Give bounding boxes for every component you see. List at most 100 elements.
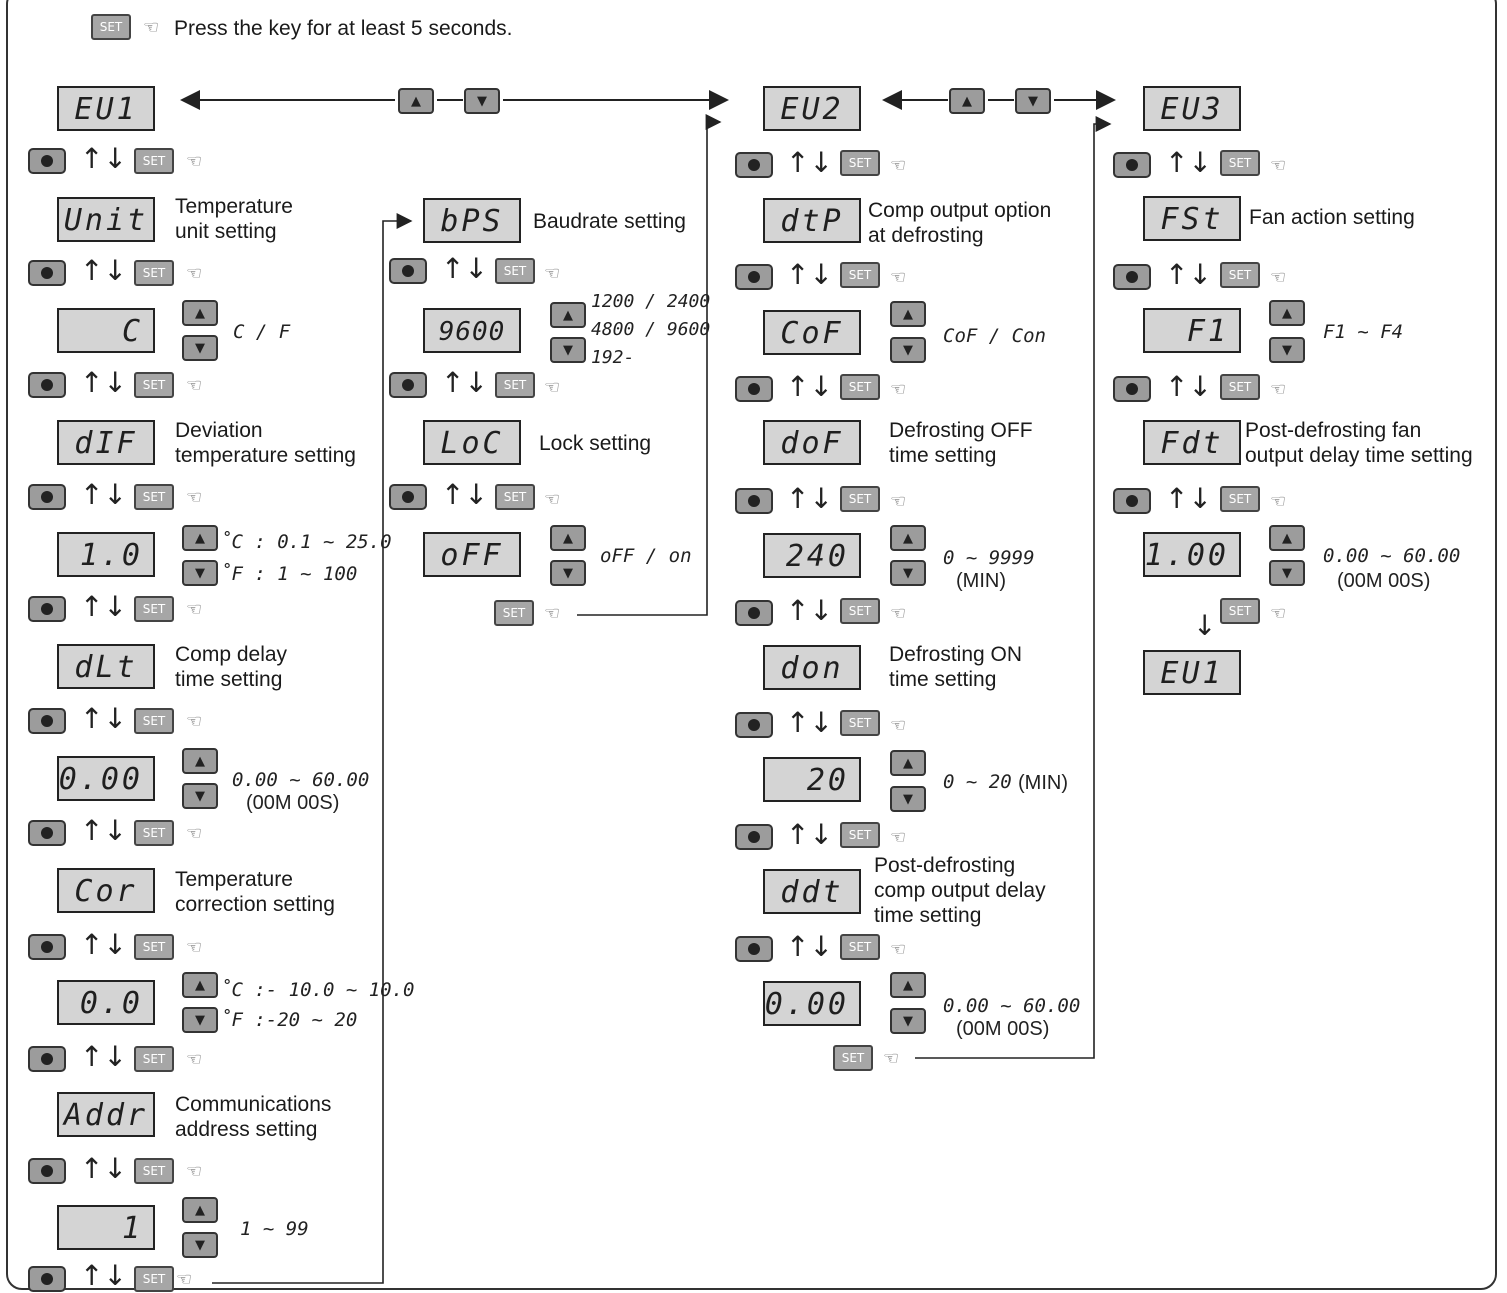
up-down-arrows: ↑↓ [786,482,833,515]
unit-don: (MIN) [1018,772,1068,794]
down-key-icon: ▼ [182,783,218,809]
up-down-arrows: ↑↓ [786,146,833,179]
display-dtp: dtP [763,198,861,243]
up-down-arrows: ↑↓ [786,818,833,851]
down-key-icon: ▼ [464,88,500,114]
down-key-icon: ▼ [550,337,586,363]
label-dof: Defrosting OFF time setting [889,419,1033,467]
hand-press-icon: ☜ [176,1269,193,1290]
set-key-icon: SET [1220,486,1260,512]
round-key-icon [389,372,427,398]
round-key-icon [1113,264,1151,290]
range-ddt: 0.00 ~ 60.00 [943,995,1081,1017]
round-key-icon [28,820,66,846]
set-key-icon: SET [134,1266,174,1292]
hand-press-icon: ☜ [186,1049,203,1070]
hand-press-icon: ☜ [890,939,907,960]
up-down-arrows: ↑↓ [786,370,833,403]
up-key-icon: ▲ [890,750,926,776]
set-key-icon: SET [134,934,174,960]
hand-press-icon: ☜ [544,603,561,624]
arrow-down: ↓ [1193,609,1217,642]
hand-press-icon: ☜ [883,1048,900,1069]
up-key-icon: ▲ [890,972,926,998]
set-key-icon: SET [840,710,880,736]
up-down-arrows: ↑↓ [80,254,127,287]
up-down-arrows: ↑↓ [786,258,833,291]
value-dtp: CoF [763,310,861,355]
round-key-icon [28,148,66,174]
up-key-icon: ▲ [182,972,218,998]
hand-press-icon: ☜ [890,603,907,624]
hand-press-icon: ☜ [890,491,907,512]
up-down-arrows: ↑↓ [80,478,127,511]
round-key-icon [1113,488,1151,514]
value-dlt: 0.00 [57,756,155,801]
up-key-icon: ▲ [890,301,926,327]
value-fst: F1 [1143,308,1241,353]
instruction-text: Press the key for at least 5 seconds. [174,17,513,40]
set-key-icon: SET [1220,262,1260,288]
set-key-icon: SET [833,1045,873,1071]
up-key-icon: ▲ [1269,525,1305,551]
range-cor-fahrenheit: ˚F :-20 ~ 20 [220,1009,358,1031]
hand-press-icon: ☜ [186,263,203,284]
up-down-arrows: ↑↓ [80,366,127,399]
round-key-icon [28,484,66,510]
up-down-arrows: ↑↓ [441,252,488,285]
label-ddt: Post-defrosting comp output delay time s… [874,854,1046,927]
value-addr: 1 [57,1205,155,1250]
display-dlt: dLt [57,644,155,689]
hand-press-icon: ☜ [186,487,203,508]
link-ddt-ev3 [915,116,1112,1059]
hand-press-icon: ☜ [890,827,907,848]
round-key-icon [1113,376,1151,402]
display-dif: dIF [57,420,155,465]
display-dof: doF [763,420,861,465]
down-key-icon: ▼ [182,1007,218,1033]
hand-press-icon: ☜ [890,379,907,400]
unit-fdt: (00M 00S) [1337,570,1431,592]
up-key-icon: ▲ [1269,300,1305,326]
round-key-icon [389,484,427,510]
up-down-arrows: ↑↓ [1165,258,1212,291]
set-key-icon: SET [840,374,880,400]
label-cor: Temperature correction setting [175,868,335,916]
range-unit: C / F [233,321,291,343]
range-cor-celsius: ˚C :- 10.0 ~ 10.0 [220,979,415,1001]
set-key-icon: SET [495,258,535,284]
round-key-icon [28,1266,66,1292]
display-unit: Unit [57,197,155,242]
range-addr: 1 ~ 99 [240,1218,309,1240]
hand-press-icon: ☜ [186,599,203,620]
round-key-icon [735,600,773,626]
set-key-icon: SET [134,484,174,510]
set-key-icon: SET [1220,374,1260,400]
hand-press-icon: ☜ [1270,603,1287,624]
round-key-icon [1113,152,1151,178]
round-key-icon [28,372,66,398]
hand-press-icon: ☜ [186,1161,203,1182]
down-key-icon: ▼ [890,337,926,363]
down-key-icon: ▼ [1269,337,1305,363]
label-don: Defrosting ON time setting [889,643,1023,691]
up-down-arrows: ↑↓ [441,366,488,399]
up-down-arrows: ↑↓ [80,1152,127,1185]
display-bps: bPS [423,198,521,243]
down-key-icon: ▼ [1015,88,1051,114]
round-key-icon [28,260,66,286]
display-cor: Cor [57,868,155,913]
value-fdt: 1.00 [1143,532,1241,577]
round-key-icon [28,934,66,960]
down-key-icon: ▼ [890,786,926,812]
set-key-icon: SET [134,708,174,734]
set-key-icon: SET [840,150,880,176]
hand-press-icon: ☜ [890,267,907,288]
up-down-arrows: ↑↓ [441,478,488,511]
value-cor: 0.0 [57,980,155,1025]
round-key-icon [735,264,773,290]
up-key-icon: ▲ [890,525,926,551]
label-addr: Communications address setting [175,1093,332,1141]
set-key-icon: SET [1220,150,1260,176]
